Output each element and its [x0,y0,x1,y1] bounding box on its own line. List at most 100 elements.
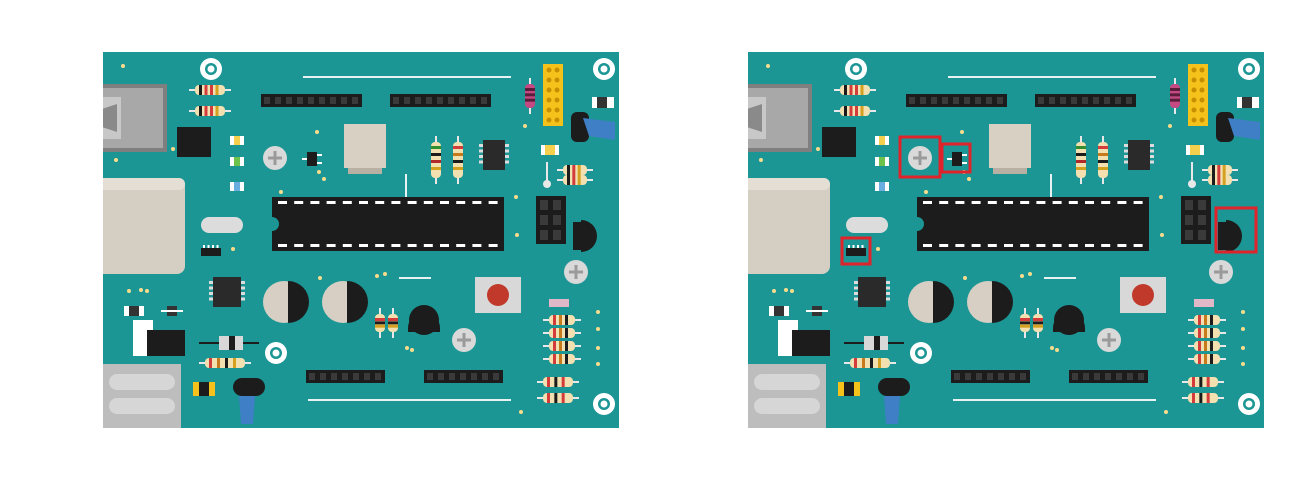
transistor-pin [302,158,307,160]
header-pin [998,373,1004,380]
mcu-pin [375,244,385,247]
mcu-pin [407,201,417,204]
mcu-pin [1133,244,1143,247]
resistor-band [559,328,562,338]
trimmer-right[interactable] [564,260,588,284]
trimmer-center[interactable] [452,328,476,352]
header-pin [965,373,971,380]
header-pin [460,373,466,380]
analog-header[interactable] [424,370,503,383]
power-jack[interactable] [748,178,830,274]
resistor-band [217,358,220,368]
solder-dot [960,130,964,134]
header-pin [482,373,488,380]
trimmer-right[interactable] [1209,260,1233,284]
resistor-band [1217,165,1221,175]
digital-header-right[interactable] [390,94,491,107]
led-blue [875,182,889,191]
potentiometer-highlight[interactable] [898,135,942,179]
mcu-notch [272,217,279,231]
header-2x3[interactable] [1181,196,1211,244]
potentiometer[interactable] [263,146,287,170]
mcu-pin [955,201,965,204]
resistor-right-1 [557,165,593,175]
top-jumper[interactable] [1216,112,1260,142]
transistor-highlight[interactable] [940,142,972,174]
trimmer-center[interactable] [1097,328,1121,352]
resistor-right-2 [1202,175,1238,185]
usb-port[interactable] [748,84,812,152]
potentiometer[interactable] [908,146,932,170]
board-right-panel[interactable] [748,52,1264,428]
reset-button[interactable] [1120,277,1166,313]
jumper-blue [239,396,255,424]
power-header[interactable] [306,370,385,383]
solder-dot [231,247,235,251]
solder-dot [1050,346,1054,350]
mcu-pin [1020,244,1030,247]
top-jumper[interactable] [571,112,615,142]
resistor-band [1204,315,1207,325]
reset-cap [487,284,509,306]
resistor-mid-1 [375,308,385,338]
header-2x3[interactable] [536,196,566,244]
resistor-center-2 [453,136,463,184]
resistor-array [1188,328,1226,338]
transistor-pin [317,162,322,164]
bottom-jumper[interactable] [233,378,265,424]
reset-button[interactable] [475,277,521,313]
led-yellow [230,136,244,145]
resistor-pink-2 [537,393,579,403]
header-pin [471,373,477,380]
icsp-pin [1191,77,1197,83]
header-pin [319,97,325,104]
connector-body [103,364,181,428]
digital-header-left[interactable] [261,94,362,107]
led-color [879,182,885,191]
jack-body [748,178,830,274]
icsp-pin [546,67,552,73]
resistor-top-left-2 [189,106,231,116]
arduino-board-right[interactable] [748,52,1264,428]
arduino-board-left[interactable] [103,52,619,428]
resistor-band [431,153,441,156]
power-header[interactable] [951,370,1030,383]
chip-body [858,277,886,307]
icsp-header[interactable] [1188,64,1208,126]
power-jack[interactable] [103,178,185,274]
transistor-body [952,152,962,166]
icsp-pin [1199,67,1205,73]
resistor-band [855,106,858,116]
regulator-body [147,330,185,356]
led-color [879,136,885,145]
smd-transistor [302,152,322,166]
bottom-jumper[interactable] [878,378,910,424]
board-left-panel[interactable] [103,52,619,428]
analog-header[interactable] [1069,370,1148,383]
resistor-body [1188,393,1218,403]
resistor-band [567,165,570,175]
resistor-pink-1 [537,377,579,387]
chip-pin [209,292,213,295]
connector-slot [754,374,820,390]
resistor-top-left-1 [834,85,876,95]
small-chip-highlight[interactable] [840,236,872,266]
usb-port[interactable] [103,84,167,152]
smd-pink [1194,299,1214,307]
solder-dot [279,190,283,194]
mcu-pin [1085,244,1094,247]
regulator-highlight[interactable] [1214,206,1258,254]
resistor-array [1188,315,1226,325]
chip-pin [886,297,890,301]
digital-header-right[interactable] [1035,94,1136,107]
digital-header-left[interactable] [906,94,1007,107]
resistor-mid-1 [1020,308,1030,338]
chip-pin [1124,155,1128,158]
resistor-band [577,165,581,175]
icsp-header[interactable] [543,64,563,126]
electrolytic-cap-1 [263,281,309,323]
resistor-band [849,106,853,116]
smd-chip-left [177,127,211,157]
mcu-pin [359,244,368,247]
resistor-band [1170,88,1180,91]
